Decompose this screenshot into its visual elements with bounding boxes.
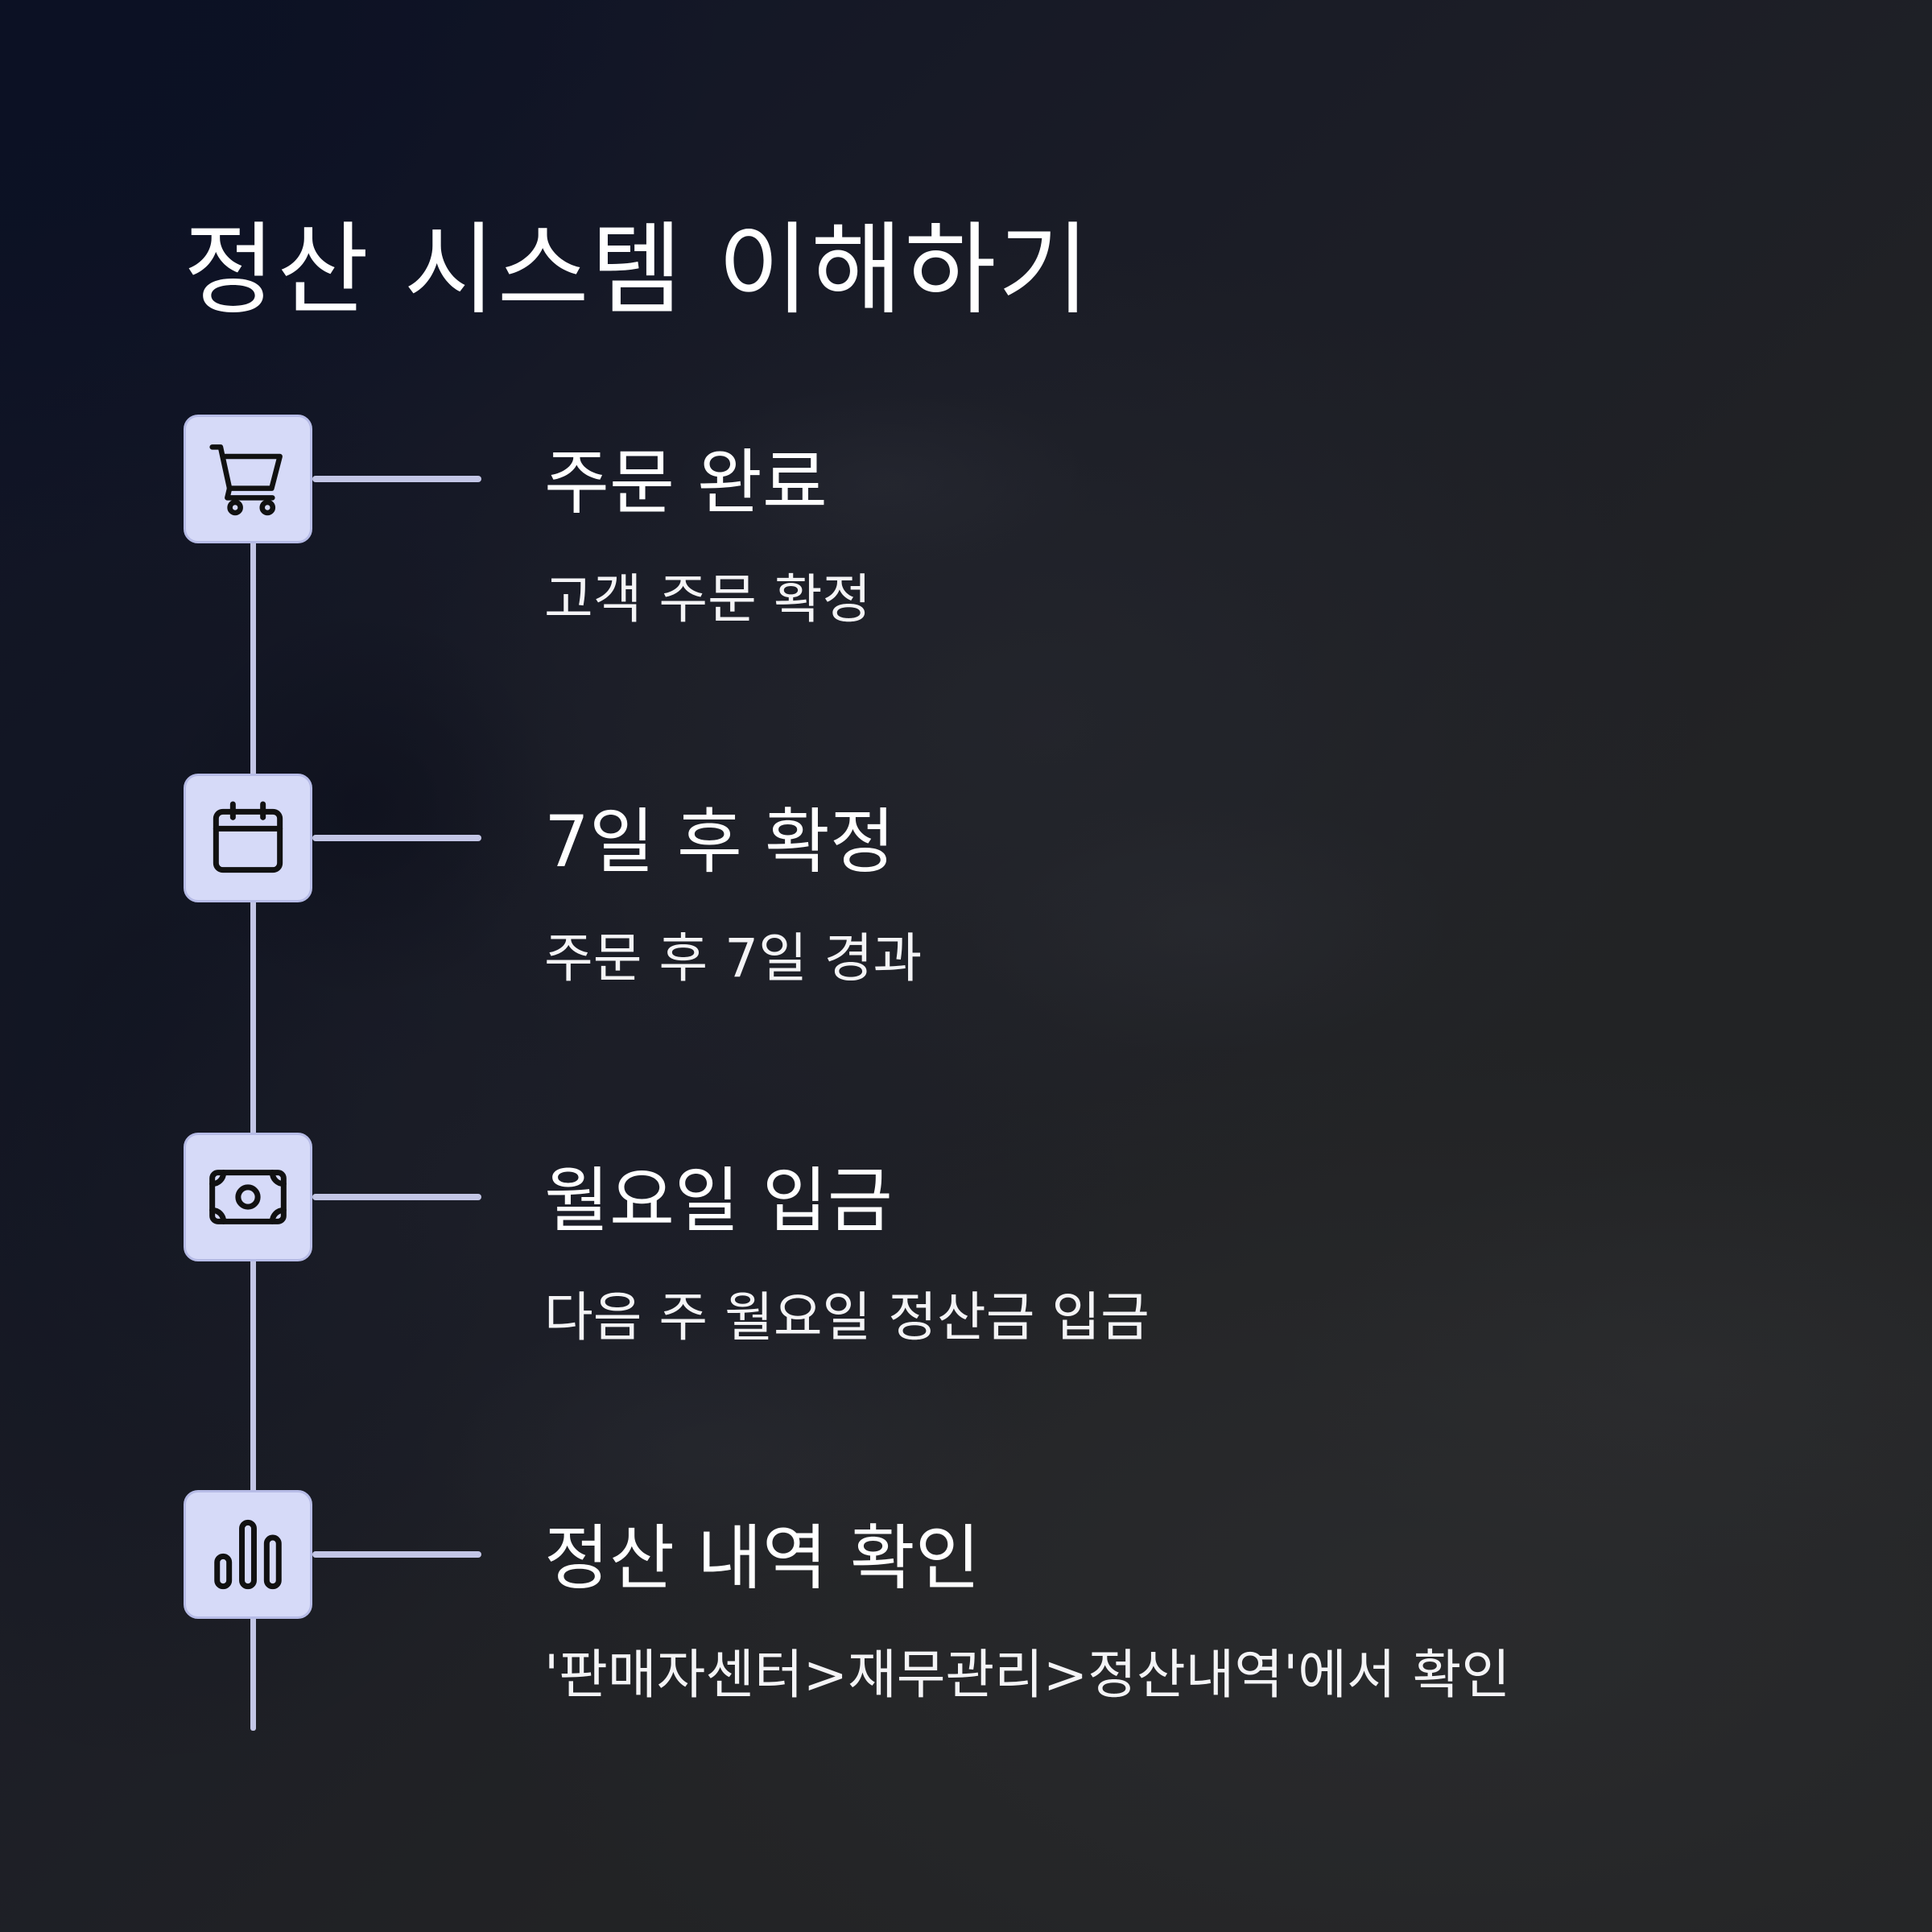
step-4-description: '판매자센터>재무관리>정산내역'에서 확인 — [544, 1644, 1511, 1706]
step-1-title: 주문 완료 — [544, 441, 828, 524]
step-3-connector — [312, 1194, 481, 1200]
step-1-icon-box — [184, 415, 312, 543]
step-3-description: 다음 주 월요일 정산금 입금 — [544, 1286, 1150, 1348]
step-2-description: 주문 후 7일 경과 — [544, 927, 923, 989]
shopping-cart-icon — [209, 444, 283, 516]
step-2-title: 7일 후 확정 — [544, 800, 895, 883]
step-2-icon-box — [184, 774, 312, 902]
calendar-icon — [213, 801, 283, 873]
step-4-icon-box — [184, 1490, 312, 1619]
step-1-description: 고객 주문 확정 — [544, 568, 872, 630]
banknote-icon — [209, 1170, 287, 1224]
timeline-vertical-line — [250, 483, 256, 1731]
step-2-connector — [312, 835, 481, 841]
page-title: 정산 시스템 이해하기 — [184, 213, 1092, 328]
step-4-connector — [312, 1551, 481, 1558]
bar-chart-icon — [214, 1519, 282, 1590]
step-3-icon-box — [184, 1133, 312, 1261]
step-1-connector — [312, 476, 481, 482]
step-4-title: 정산 내역 확인 — [544, 1517, 980, 1600]
step-3-title: 월요일 입금 — [544, 1159, 893, 1242]
